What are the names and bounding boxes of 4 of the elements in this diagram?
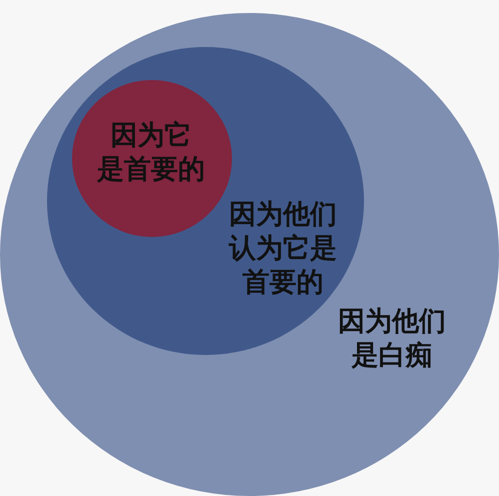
circle-label: 因为他们认为它是首要的 [229, 198, 337, 300]
circle-label: 因为他们是白痴 [338, 305, 446, 373]
circle-label: 因为它是首要的 [97, 119, 205, 187]
outer-circle [0, 13, 499, 496]
